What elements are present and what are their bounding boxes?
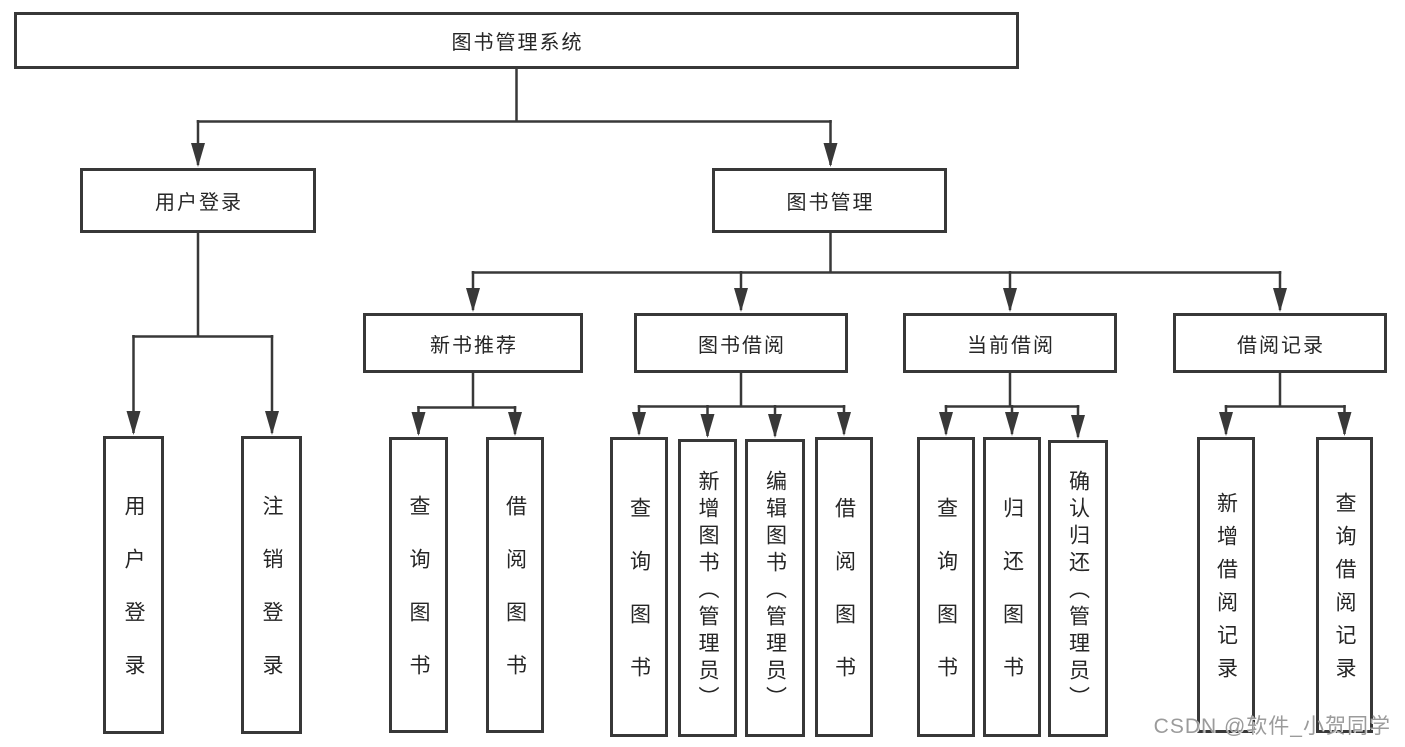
node-label: 查询图书 — [407, 495, 430, 707]
module-node-user-login: 用户登录 — [80, 168, 316, 233]
node-label: 用户登录 — [122, 495, 145, 707]
leaf-node-borrow-books: 借阅图书 — [815, 437, 873, 737]
node-label: 图书借阅 — [698, 334, 786, 357]
node-label: 当前借阅 — [967, 334, 1055, 357]
connector-book-borrow-branch — [632, 373, 851, 438]
leaf-node-borrow-books: 借阅图书 — [486, 437, 544, 733]
connector-new-book-branch — [411, 373, 522, 436]
section-node-borrow-records: 借阅记录 — [1173, 313, 1387, 373]
section-node-current-borrow: 当前借阅 — [903, 313, 1117, 373]
node-label: 查询图书 — [627, 497, 651, 709]
node-label: 用户登录 — [155, 192, 243, 214]
node-label: 确认归还（管理员） — [1066, 470, 1090, 713]
connector-borrow-records-branch — [1219, 373, 1352, 436]
section-node-book-borrow: 图书借阅 — [634, 313, 848, 373]
section-node-new-book-recommend: 新书推荐 — [363, 313, 583, 373]
root-node-library-management-system: 图书管理系统 — [14, 12, 1019, 69]
connector-current-borrow-branch — [939, 373, 1085, 439]
leaf-node-user-login: 用户登录 — [103, 436, 164, 734]
node-label: 新书推荐 — [430, 334, 518, 357]
leaf-node-logout: 注销登录 — [241, 436, 302, 734]
leaf-node-return-books: 归还图书 — [983, 437, 1041, 737]
node-label: 注销登录 — [260, 495, 283, 707]
leaf-node-query-books: 查询图书 — [389, 437, 448, 733]
node-label: 图书管理系统 — [451, 32, 584, 54]
node-label: 借阅记录 — [1237, 334, 1325, 357]
node-label: 归还图书 — [1000, 497, 1024, 709]
module-node-book-management: 图书管理 — [712, 168, 947, 233]
leaf-node-query-books: 查询图书 — [610, 437, 668, 737]
node-label: 查询借阅记录 — [1333, 492, 1356, 690]
node-label: 查询图书 — [934, 497, 958, 709]
csdn-watermark: CSDN @软件_小贺同学 — [1153, 715, 1391, 738]
leaf-node-add-borrow-record: 新增借阅记录 — [1197, 437, 1255, 733]
node-label: 图书管理 — [786, 192, 875, 214]
leaf-node-confirm-return-admin: 确认归还（管理员） — [1048, 440, 1108, 737]
leaf-node-query-books: 查询图书 — [917, 437, 975, 737]
node-label: 编辑图书（管理员） — [763, 469, 787, 713]
leaf-node-query-borrow-record: 查询借阅记录 — [1316, 437, 1373, 733]
connector-root-to-modules — [191, 69, 838, 167]
leaf-node-edit-books-admin: 编辑图书（管理员） — [745, 439, 805, 737]
node-label: 借阅图书 — [832, 497, 856, 709]
node-label: 借阅图书 — [503, 495, 527, 707]
connector-user-login-branch — [126, 233, 279, 435]
node-label: 新增图书（管理员） — [696, 469, 719, 713]
connector-book-management-branch — [466, 233, 1287, 312]
leaf-node-add-books-admin: 新增图书（管理员） — [678, 439, 737, 737]
node-label: 新增借阅记录 — [1214, 492, 1238, 690]
